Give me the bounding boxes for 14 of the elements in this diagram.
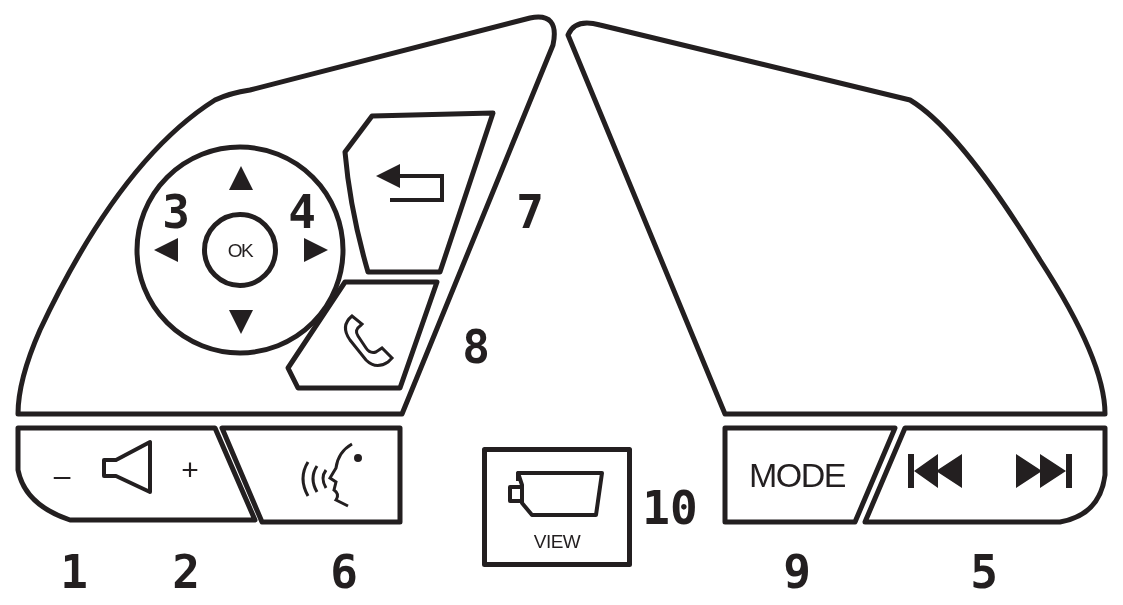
callout-number: 4 xyxy=(288,189,316,235)
callout-number: 9 xyxy=(783,549,811,595)
volume-button: – + xyxy=(16,426,258,524)
callout-number: 10 xyxy=(642,485,698,531)
callout-number: 2 xyxy=(172,549,200,595)
callout-number: 3 xyxy=(162,189,190,235)
ok-button: OK xyxy=(202,212,278,288)
mode-button: MODE xyxy=(723,426,897,524)
callout-number: 5 xyxy=(970,549,998,595)
callout-number: 6 xyxy=(330,549,358,595)
callout-number: 7 xyxy=(516,189,544,235)
callout-number: 1 xyxy=(60,549,88,595)
camera-view-button: VIEW xyxy=(482,447,632,567)
callout-number: 8 xyxy=(462,324,490,370)
